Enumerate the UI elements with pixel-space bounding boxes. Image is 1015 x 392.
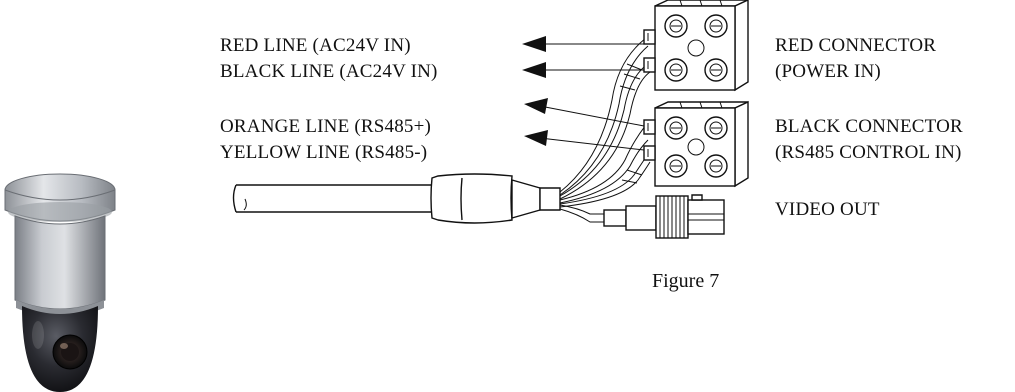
label-red-line: RED LINE (AC24V IN) (220, 35, 411, 56)
label-orange-line: ORANGE LINE (RS485+) (220, 116, 431, 137)
speed-dome-camera-image (4, 173, 116, 392)
wire-arrows (522, 36, 645, 151)
bnc-video-connector (603, 194, 725, 239)
camera-cable (232, 173, 561, 224)
label-red-connector-sub: (POWER IN) (775, 61, 881, 82)
arrow-red-line (522, 36, 644, 52)
label-red-connector: RED CONNECTOR (775, 35, 936, 56)
red-connector-block (643, 0, 749, 92)
label-black-connector-sub: (RS485 CONTROL IN) (775, 142, 962, 163)
label-black-connector: BLACK CONNECTOR (775, 116, 963, 137)
label-yellow-line: YELLOW LINE (RS485-) (220, 142, 427, 163)
screw-terminal (664, 14, 728, 82)
label-video-out: VIDEO OUT (775, 199, 880, 220)
arrow-yellow-line (524, 130, 645, 151)
label-black-line: BLACK LINE (AC24V IN) (220, 61, 438, 82)
figure-caption: Figure 7 (652, 270, 719, 292)
screw-terminal (664, 116, 728, 178)
arrow-black-line (522, 62, 644, 78)
black-connector-block (643, 100, 749, 188)
wire-bundle (559, 37, 651, 223)
arrow-orange-line (524, 98, 645, 127)
